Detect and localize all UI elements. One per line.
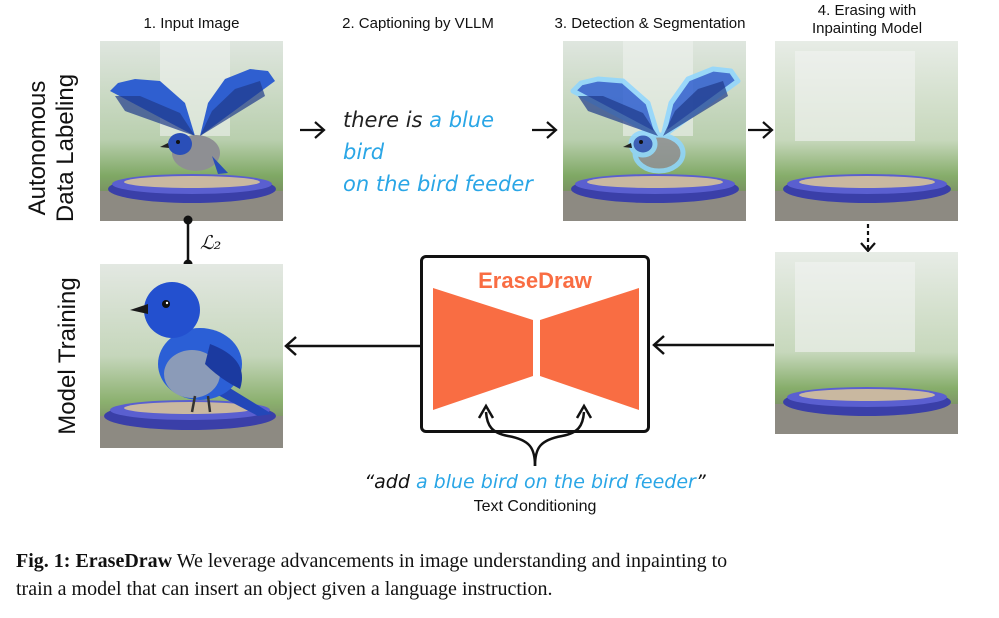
caption-prefix: there is — [343, 108, 430, 132]
erased-image-input — [775, 252, 958, 434]
row-label-model-training: Model Training — [54, 277, 81, 435]
figure-caption-line1: We leverage advancements in image unders… — [172, 550, 728, 572]
row-label-autonomous-data-labeling: Autonomous Data Labeling — [24, 63, 80, 233]
figure-caption-line2: train a model that can insert an object … — [16, 578, 553, 600]
arrow-right-icon — [300, 121, 326, 139]
arrow-left-icon — [652, 335, 774, 355]
step-title-captioning: 2. Captioning by VLLM — [342, 15, 494, 32]
dashed-down-arrow-icon — [860, 224, 876, 253]
step-title-erasing-line2: Inpainting Model — [811, 20, 923, 37]
conditioning-prompt: “add a blue bird on the bird feeder” — [300, 471, 770, 493]
figure-label: Fig. 1: — [16, 550, 71, 572]
row-label-line1: Autonomous — [24, 80, 51, 216]
figure-title: EraseDraw — [75, 550, 173, 572]
cond-open: “add — [364, 471, 416, 493]
caption-highlight-1: a blue bird — [343, 108, 495, 164]
text-conditioning-label: Text Conditioning — [473, 498, 597, 515]
input-image — [100, 41, 283, 221]
arrow-right-icon — [532, 121, 558, 139]
loss-label: ℒ₂ — [200, 232, 222, 254]
arrow-right-icon — [748, 121, 774, 139]
step-title-input-image: 1. Input Image — [143, 15, 240, 32]
conditioning-brace-icon — [477, 403, 593, 467]
segmentation-image — [563, 41, 746, 221]
step-title-erasing-line1: 4. Erasing with — [817, 2, 917, 19]
encoder-decoder-icon — [433, 288, 639, 410]
figure-caption: Fig. 1: EraseDraw We leverage advancemen… — [16, 547, 986, 603]
arrow-left-icon — [284, 336, 420, 356]
step-title-erasing: 4. Erasing with Inpainting Model — [772, 2, 962, 38]
cond-highlight: a blue bird on the bird feeder — [415, 471, 696, 493]
caption-highlight-2: on the bird feeder — [343, 172, 533, 196]
vllm-caption: there is a blue bird on the bird feeder — [343, 104, 533, 200]
cond-close: ” — [695, 471, 706, 493]
model-name: EraseDraw — [478, 268, 592, 293]
step-title-detection: 3. Detection & Segmentation — [554, 15, 746, 32]
generated-image — [100, 264, 283, 448]
erasedraw-model-box: EraseDraw — [420, 255, 650, 433]
loss-connector — [183, 215, 193, 269]
row-label-line2: Data Labeling — [52, 73, 79, 223]
erased-image — [775, 41, 958, 221]
